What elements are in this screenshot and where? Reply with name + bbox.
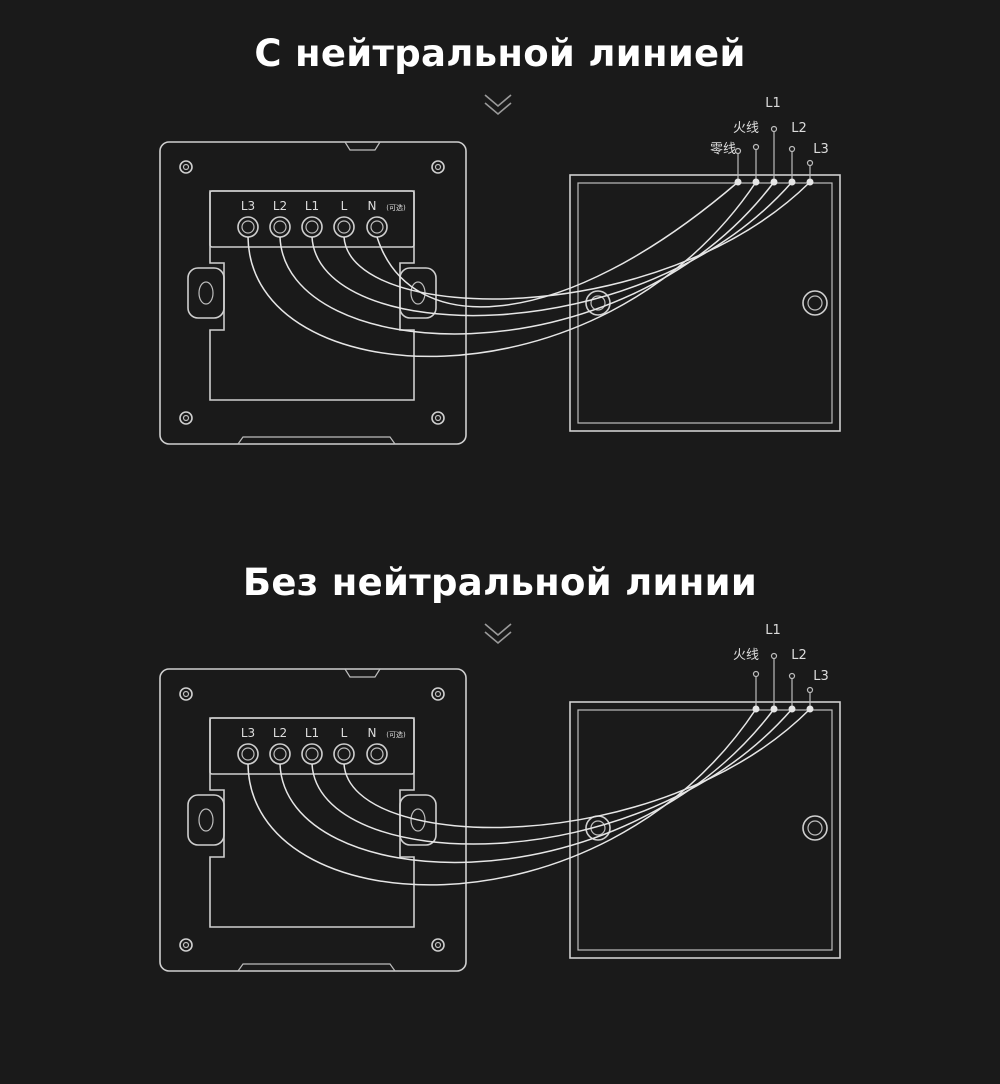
switch-back-panel [159,668,467,972]
wire-label-live: 火线 [733,648,759,663]
wire-live [343,181,811,300]
wire-label-live: 火线 [733,121,759,136]
wire-neutral [376,181,739,308]
wire-live [343,708,811,829]
wire-l2 [279,181,775,335]
wire-l1 [311,181,793,317]
terminal-label-l3: L3 [241,199,255,213]
terminal-label-l2: L2 [273,199,287,213]
terminal-label-n: N [368,199,377,213]
wire-l3 [247,708,757,886]
terminal-optional-note: (可选) [386,730,406,739]
terminal-label-l2: L2 [273,726,287,740]
wire-l2 [279,708,775,864]
junction-box [569,701,841,959]
title-with-neutral: С нейтральной линией [254,32,746,75]
terminal-label-l3: L3 [241,726,255,740]
wire-terminals: L1 火线 L2 零线 L3 [710,96,829,186]
terminal-block: L3 L2 L1 L N (可选) [237,726,406,765]
terminal-label-n: N [368,726,377,740]
wire-label-l1: L1 [765,96,781,111]
wire-l1 [311,708,793,845]
wire-label-l3: L3 [813,669,829,684]
wire-label-l2: L2 [791,648,807,663]
terminal-block: L3 L2 L1 L N (可选) [237,199,406,238]
terminal-label-l: L [341,199,348,213]
terminal-optional-note: (可选) [386,203,406,212]
double-chevron-down-icon [484,623,512,645]
switch-back-panel [159,141,467,445]
wire-label-neutral: 零线 [710,142,736,157]
wire-label-l2: L2 [791,121,807,136]
terminal-label-l1: L1 [305,199,319,213]
wiring-diagram-with-neutral: L3 L2 L1 L N (可选) [159,94,841,445]
double-chevron-down-icon [484,94,512,116]
wires [247,181,811,358]
terminal-label-l: L [341,726,348,740]
wire-label-l1: L1 [765,623,781,638]
terminal-label-l1: L1 [305,726,319,740]
wiring-diagram-without-neutral: L3 L2 L1 L N (可选) L1 火线 [159,623,841,972]
wire-terminals: L1 火线 L2 L3 [733,623,829,713]
wire-label-l3: L3 [813,142,829,157]
title-without-neutral: Без нейтральной линии [242,561,758,604]
wires [247,708,811,886]
